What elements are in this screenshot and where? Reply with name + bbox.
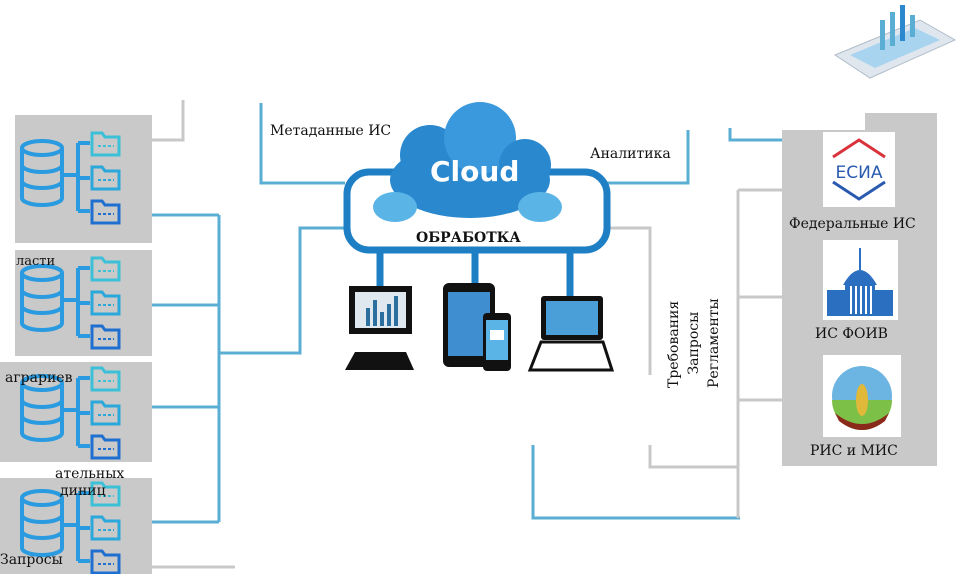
cloud-icon bbox=[373, 102, 562, 222]
bottom-connector bbox=[531, 445, 740, 520]
database-folders-icon bbox=[20, 481, 121, 574]
database-folders-icon bbox=[20, 131, 121, 225]
analytics-connector bbox=[607, 130, 690, 185]
fragment-text: ласти bbox=[16, 254, 56, 269]
database-folders-icon bbox=[20, 256, 121, 350]
government-building-icon bbox=[823, 240, 898, 320]
requirements-connector bbox=[610, 226, 738, 469]
system-label: РИС и МИС bbox=[810, 443, 898, 459]
tablet-phone-icon bbox=[443, 283, 511, 371]
monitor-icon bbox=[345, 286, 414, 370]
fragment-text: аграриев bbox=[5, 370, 73, 386]
esia-logo: ЕСИА bbox=[823, 132, 895, 207]
sources-connector bbox=[152, 213, 345, 524]
systems-connector bbox=[736, 188, 782, 518]
requests-line: Запросы bbox=[686, 311, 702, 375]
requirements-text: Требования Запросы Регламенты bbox=[664, 298, 724, 388]
cloud-label: Cloud bbox=[430, 155, 520, 188]
fragment-text: диниц bbox=[60, 483, 106, 499]
regulations-line: Регламенты bbox=[706, 298, 722, 388]
analytics-label: Аналитика bbox=[590, 146, 671, 162]
top-right-connector bbox=[728, 128, 782, 142]
database-folders-icons bbox=[20, 131, 121, 574]
database-folders-icon bbox=[20, 366, 121, 460]
svg-text:ЕСИА: ЕСИА bbox=[836, 163, 883, 183]
processing-label: ОБРАБОТКА bbox=[416, 230, 521, 246]
gray-top-left-connector bbox=[150, 100, 185, 142]
fragment-text: ательных bbox=[55, 466, 125, 482]
laptop-icon bbox=[527, 296, 615, 372]
requirements-line: Требования bbox=[666, 300, 682, 388]
agriculture-emblem-icon bbox=[823, 355, 901, 437]
system-label: Федеральные ИС bbox=[789, 216, 916, 232]
device-links bbox=[376, 250, 574, 298]
analytics-tablet-icon bbox=[833, 5, 957, 79]
metadata-connector bbox=[259, 103, 345, 185]
fragment-text: Запросы bbox=[0, 552, 63, 568]
metadata-label: Метаданные ИС bbox=[270, 123, 392, 139]
system-label: ИС ФОИВ bbox=[815, 326, 888, 342]
systems-panel-top bbox=[865, 113, 937, 133]
